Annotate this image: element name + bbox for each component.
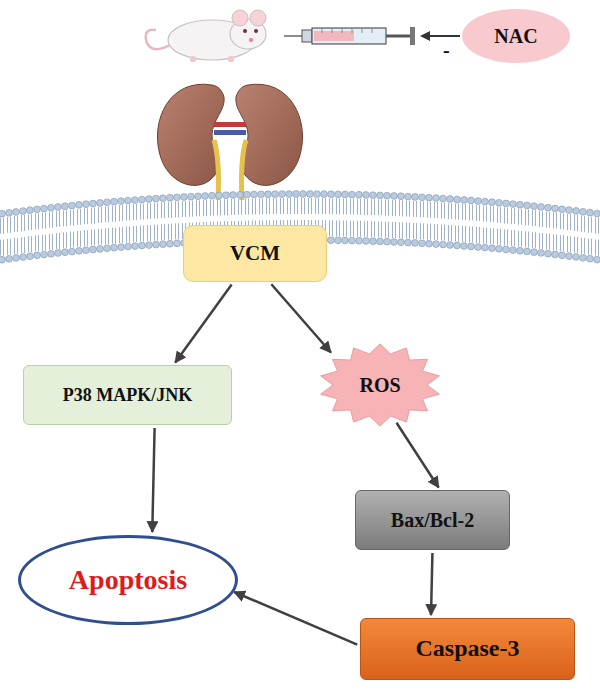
mouse-illustration bbox=[146, 10, 266, 62]
flow-arrow bbox=[234, 592, 357, 645]
node-label: VCM bbox=[230, 241, 280, 265]
outcome-ellipse: Apoptosis bbox=[18, 535, 238, 625]
protein-box: Bax/Bcl-2 bbox=[355, 490, 510, 550]
inhibition-sign: - bbox=[441, 40, 452, 60]
node-label: NAC bbox=[494, 25, 537, 48]
drug-box: VCM bbox=[183, 225, 327, 282]
inhibition-arrow bbox=[420, 31, 460, 41]
node-label: ROS bbox=[359, 374, 400, 397]
pathway-box: P38 MAPK/JNK bbox=[23, 365, 232, 425]
ros-starburst: ROS bbox=[318, 343, 442, 427]
flow-arrow bbox=[175, 284, 231, 362]
flow-arrow bbox=[271, 284, 331, 352]
flow-arrow bbox=[431, 553, 432, 615]
flow-arrow bbox=[397, 423, 439, 488]
node-label: Caspase-3 bbox=[415, 635, 519, 663]
drug-ellipse: NAC bbox=[462, 9, 570, 63]
node-label: P38 MAPK/JNK bbox=[63, 385, 192, 406]
node-label: Bax/Bcl-2 bbox=[391, 509, 474, 532]
syringe-illustration bbox=[284, 27, 415, 45]
node-label: Apoptosis bbox=[69, 564, 187, 596]
kidney-illustration bbox=[157, 84, 302, 200]
flow-arrow bbox=[152, 428, 154, 532]
enzyme-box: Caspase-3 bbox=[360, 618, 575, 680]
